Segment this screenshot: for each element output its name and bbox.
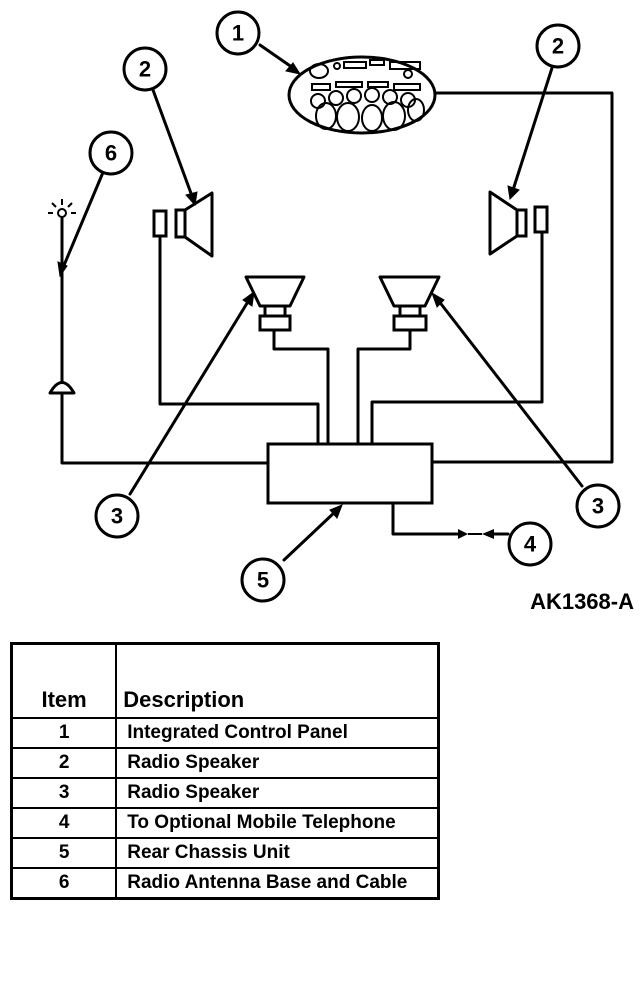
- callout-4: 4: [507, 521, 553, 567]
- wiring-diagram: 1 2 2 3 3 4 5 6 AK1368-A: [48, 10, 634, 614]
- svg-text:6: 6: [105, 141, 117, 166]
- header-item: Item: [10, 642, 118, 719]
- callout-6: 6: [88, 130, 134, 176]
- figure-id: AK1368-A: [530, 589, 634, 614]
- chassis-unit-box: [266, 442, 434, 505]
- item-description: Radio Speaker: [115, 777, 440, 809]
- table-row: 1 Integrated Control Panel: [10, 717, 440, 749]
- svg-text:2: 2: [552, 34, 564, 59]
- table-row: 5 Rear Chassis Unit: [10, 837, 440, 869]
- item-description: Radio Speaker: [115, 747, 440, 779]
- table-row: 2 Radio Speaker: [10, 747, 440, 779]
- svg-text:1: 1: [232, 21, 244, 46]
- item-description: To Optional Mobile Telephone: [115, 807, 440, 839]
- item-number: 6: [10, 867, 118, 900]
- table-row: 3 Radio Speaker: [10, 777, 440, 809]
- item-number: 2: [10, 747, 118, 779]
- legend-table: Item Description 1 Integrated Control Pa…: [10, 642, 440, 900]
- svg-text:4: 4: [524, 532, 537, 557]
- antenna-icon: [48, 199, 76, 402]
- leader-lines: [57, 43, 584, 562]
- callout-3-right: 3: [575, 483, 621, 529]
- item-number: 5: [10, 837, 118, 869]
- item-description: Radio Antenna Base and Cable: [115, 867, 440, 900]
- item-description: Rear Chassis Unit: [115, 837, 440, 869]
- item-number: 1: [10, 717, 118, 749]
- speaker-icon: [244, 275, 306, 332]
- callout-2-left: 2: [122, 46, 168, 92]
- item-description: Integrated Control Panel: [115, 717, 440, 749]
- speaker-icon: [488, 190, 549, 256]
- legend-header-row: Item Description: [10, 642, 440, 719]
- callout-5: 5: [240, 557, 286, 603]
- table-row: 6 Radio Antenna Base and Cable: [10, 867, 440, 900]
- speaker-icon: [152, 191, 214, 258]
- svg-text:2: 2: [139, 57, 151, 82]
- callout-3-left: 3: [94, 493, 140, 539]
- svg-text:5: 5: [257, 568, 269, 593]
- table-row: 4 To Optional Mobile Telephone: [10, 807, 440, 839]
- callout-1: 1: [215, 10, 261, 56]
- callout-2-right: 2: [535, 23, 581, 69]
- speaker-icon: [378, 275, 441, 332]
- wiring-lines: [60, 91, 614, 536]
- svg-text:3: 3: [111, 504, 123, 529]
- item-number: 4: [10, 807, 118, 839]
- telephone-connector-icon: [458, 529, 510, 539]
- control-panel-icon: [287, 55, 437, 135]
- svg-text:3: 3: [592, 494, 604, 519]
- item-number: 3: [10, 777, 118, 809]
- header-description: Description: [115, 642, 440, 719]
